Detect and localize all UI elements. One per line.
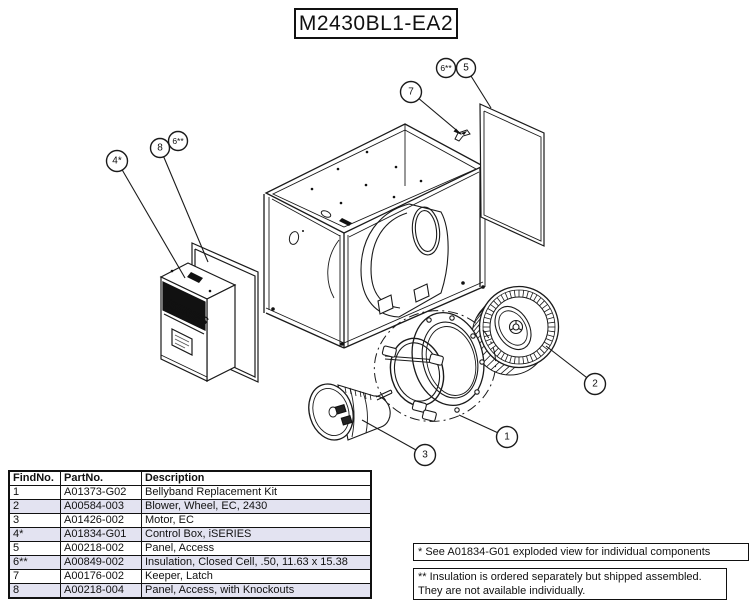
callout-label: 4* — [112, 156, 122, 167]
cell-description: Keeper, Latch — [141, 569, 372, 584]
cell-partno: A01834-G01 — [60, 527, 142, 542]
callout-4: 4* — [105, 149, 129, 173]
cell-findno: 5 — [8, 541, 61, 556]
cell-partno: A00176-002 — [60, 569, 142, 584]
cell-findno: 4* — [8, 527, 61, 542]
model-number: M2430BL1-EA2 — [298, 11, 454, 35]
cell-partno: A01426-002 — [60, 513, 142, 528]
cell-description: Control Box, iSERIES — [141, 527, 372, 542]
table-row: 1 A01373-G02 Bellyband Replacement Kit — [8, 485, 372, 500]
cell-findno: 6** — [8, 555, 61, 570]
cell-description: Motor, EC — [141, 513, 372, 528]
access-panel-right — [479, 103, 545, 247]
table-row: 6** A00849-002 Insulation, Closed Cell, … — [8, 555, 372, 570]
table-row: 2 A00584-003 Blower, Wheel, EC, 2430 — [8, 499, 372, 514]
control-box: iSERIES — [159, 262, 237, 382]
callout-label: 5 — [463, 63, 469, 74]
callout-label: 2 — [592, 379, 598, 390]
cell-description: Panel, Access, with Knockouts — [141, 583, 372, 599]
callout-3: 3 — [413, 443, 437, 467]
callout-label: 1 — [504, 432, 510, 443]
callout-label: 6** — [172, 136, 184, 146]
cell-description: Panel, Access — [141, 541, 372, 556]
callout-label: 7 — [408, 87, 414, 98]
table-header-row: FindNo. PartNo. Description — [8, 470, 372, 486]
motor — [308, 383, 393, 441]
callout-label: 8 — [157, 143, 163, 154]
cell-description: Insulation, Closed Cell, .50, 11.63 x 15… — [141, 555, 372, 570]
blower-wheel — [471, 285, 560, 376]
table-row: 3 A01426-002 Motor, EC — [8, 513, 372, 528]
footnote-control-box: * See A01834-G01 exploded view for indiv… — [413, 543, 749, 561]
col-header-partno: PartNo. — [60, 470, 142, 486]
bellyband-kit — [373, 310, 497, 422]
scroll-housing — [327, 203, 449, 318]
callout-6-left: 6** — [167, 130, 189, 152]
footnote-insulation: ** Insulation is ordered separately but … — [413, 568, 727, 600]
table-row: 4* A01834-G01 Control Box, iSERIES — [8, 527, 372, 542]
col-header-findno: FindNo. — [8, 470, 61, 486]
callout-2: 2 — [583, 372, 607, 396]
blower-cabinet — [263, 123, 486, 349]
callout-5: 5 — [455, 57, 477, 79]
cell-partno: A00218-002 — [60, 541, 142, 556]
callout-label: 6** — [440, 63, 452, 73]
cell-findno: 3 — [8, 513, 61, 528]
cell-partno: A00584-003 — [60, 499, 142, 514]
cell-findno: 1 — [8, 485, 61, 500]
cell-description: Bellyband Replacement Kit — [141, 485, 372, 500]
table-row: 8 A00218-004 Panel, Access, with Knockou… — [8, 583, 372, 599]
callout-6-right: 6** — [435, 57, 457, 79]
cell-partno: A00218-004 — [60, 583, 142, 599]
callout-label: 3 — [422, 450, 428, 461]
cell-findno: 8 — [8, 583, 61, 599]
callout-1: 1 — [495, 425, 519, 449]
callout-8: 8 — [149, 137, 171, 159]
wheel-face-fins — [483, 290, 555, 364]
table-row: 5 A00218-002 Panel, Access — [8, 541, 372, 556]
cell-partno: A00849-002 — [60, 555, 142, 570]
parts-table: FindNo. PartNo. Description 1 A01373-G02… — [8, 470, 372, 599]
bellyband-grommets — [381, 345, 444, 422]
callout-7: 7 — [399, 80, 423, 104]
cell-description: Blower, Wheel, EC, 2430 — [141, 499, 372, 514]
col-header-description: Description — [141, 470, 372, 486]
table-row: 7 A00176-002 Keeper, Latch — [8, 569, 372, 584]
page-title: M2430BL1-EA2 — [294, 8, 458, 39]
cell-findno: 2 — [8, 499, 61, 514]
cell-partno: A01373-G02 — [60, 485, 142, 500]
callouts: 4* 8 6** 7 6** 5 — [105, 57, 607, 467]
cell-findno: 7 — [8, 569, 61, 584]
